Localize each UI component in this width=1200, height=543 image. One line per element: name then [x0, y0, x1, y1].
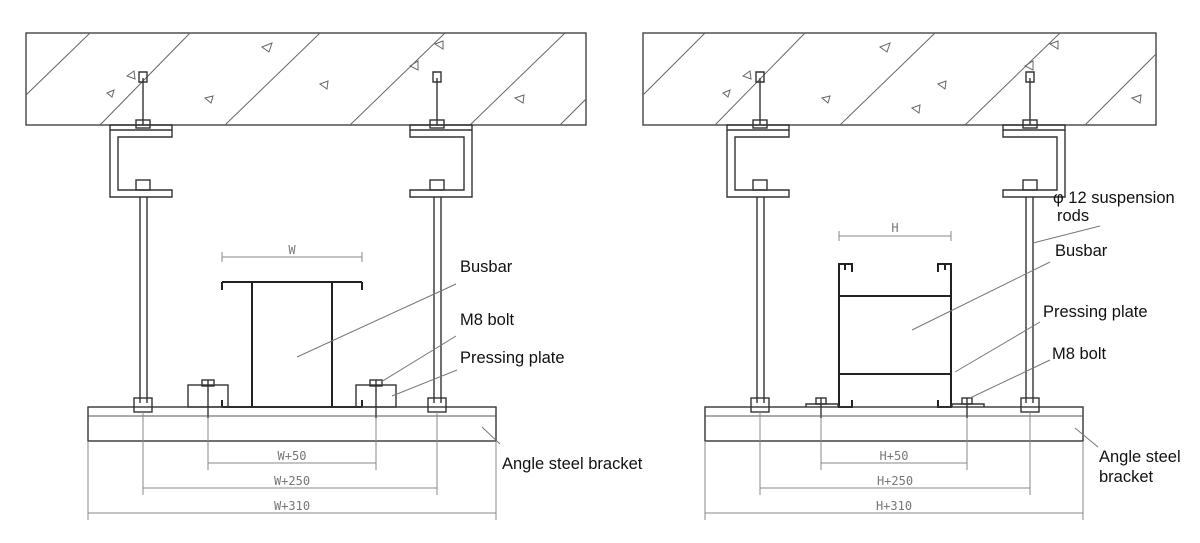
left-label-busbar: Busbar	[460, 258, 513, 276]
left-dim-top: W	[221, 243, 363, 262]
left-dim-w50-label: W+50	[278, 449, 307, 463]
left-drawing: W W+50 W+250 W+310 Busbar M8 bolt Pressi…	[25, 32, 643, 520]
right-concrete-slab	[642, 32, 1157, 126]
right-drawing: H H+50 H+250 H+310 φ 12 suspension rods …	[642, 32, 1181, 520]
left-label-angle-bracket: Angle steel bracket	[502, 455, 643, 473]
left-rod-nut-right	[427, 397, 447, 413]
right-rod-nut-right	[1020, 397, 1040, 413]
right-label-m8-bolt: M8 bolt	[1052, 345, 1107, 363]
left-dim-w310-label: W+310	[274, 499, 310, 513]
right-label-rods-line2: rods	[1057, 207, 1089, 225]
right-label-pressing-plate: Pressing plate	[1043, 303, 1148, 321]
left-pressing-plate-right	[355, 379, 397, 418]
right-c-channel-left	[726, 71, 790, 403]
left-dim-w250-label: W+250	[274, 474, 310, 488]
right-dim-2: H+250	[760, 474, 1030, 489]
left-label-m8-bolt: M8 bolt	[460, 311, 515, 329]
right-rod-nut-left	[750, 397, 770, 413]
right-pressing-plate-left	[805, 397, 839, 418]
left-dim-2: W+250	[143, 474, 437, 489]
left-c-channel-left	[109, 71, 173, 403]
right-busbar-shape	[838, 263, 952, 408]
left-dim-3: W+310	[88, 499, 496, 514]
left-concrete-slab	[25, 32, 587, 126]
left-pressing-plate-left	[187, 379, 229, 418]
right-pressing-plate-right	[951, 397, 985, 418]
left-dim-w-label: W	[288, 243, 296, 257]
right-angle-steel-bracket	[704, 406, 1084, 442]
left-angle-steel-bracket	[87, 406, 497, 442]
left-c-channel-right	[409, 71, 473, 403]
left-dim-1: W+50	[208, 449, 376, 464]
right-dim-top: H	[838, 221, 952, 241]
right-dim-h50-label: H+50	[880, 449, 909, 463]
right-dim-1: H+50	[821, 449, 967, 464]
right-dim-h-label: H	[891, 221, 898, 235]
left-rod-nut-left	[133, 397, 153, 413]
right-label-angle-line1: Angle steel	[1099, 448, 1181, 466]
right-dim-h310-label: H+310	[876, 499, 912, 513]
right-dim-3: H+310	[705, 499, 1083, 514]
right-dim-h250-label: H+250	[877, 474, 913, 488]
left-busbar-shape	[221, 281, 363, 408]
left-label-pressing-plate: Pressing plate	[460, 349, 565, 367]
right-label-busbar: Busbar	[1055, 242, 1108, 260]
right-label-angle-line2: bracket	[1099, 468, 1154, 486]
right-c-channel-right	[1002, 71, 1066, 403]
right-label-rods-line1: φ 12 suspension	[1053, 189, 1175, 207]
